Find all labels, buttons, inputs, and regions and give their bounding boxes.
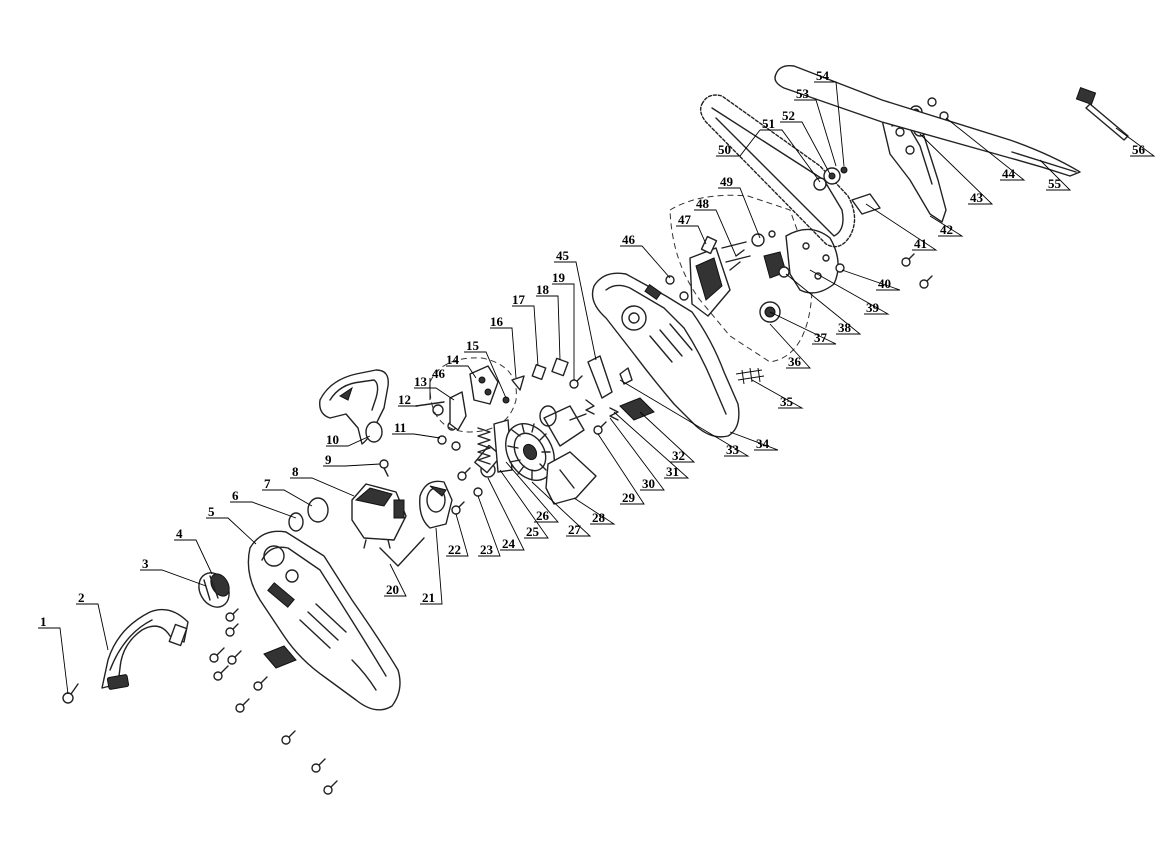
callout-17: 17 <box>512 292 526 307</box>
part-vent-grille-upper <box>619 397 655 421</box>
part-trigger <box>449 391 467 431</box>
callout-10: 10 <box>326 432 339 447</box>
callout-11: 11 <box>394 420 406 435</box>
callout-46a: 46 <box>622 232 636 247</box>
callout-13: 13 <box>414 374 428 389</box>
callout-31: 31 <box>666 464 679 479</box>
callout-30: 30 <box>642 476 655 491</box>
part-right-housing <box>591 272 740 438</box>
callout-9: 9 <box>325 452 332 467</box>
callout-28: 28 <box>592 510 606 525</box>
part-drawings <box>62 64 1129 795</box>
callout-12: 12 <box>398 392 411 407</box>
callout-50: 50 <box>718 142 731 157</box>
part-rear-handle <box>319 369 389 445</box>
callout-4: 4 <box>176 526 183 541</box>
part-cover-plate <box>545 451 597 505</box>
oil-system-outline <box>669 194 813 363</box>
callout-labels: 1 2 3 4 5 6 7 8 9 10 11 12 13 14 15 16 1… <box>40 68 1146 629</box>
callout-24: 24 <box>502 536 516 551</box>
leader-lines <box>38 81 1156 695</box>
callout-48: 48 <box>696 196 710 211</box>
callout-39: 39 <box>866 300 880 315</box>
part-pin-9 <box>379 459 389 477</box>
callout-16: 16 <box>490 314 504 329</box>
part-screw-cluster-left <box>209 608 338 795</box>
callout-40: 40 <box>878 276 891 291</box>
part-gear-housing <box>351 483 407 549</box>
callout-54: 54 <box>816 68 830 83</box>
callout-21: 21 <box>422 590 435 605</box>
callout-18: 18 <box>536 282 550 297</box>
callout-56: 56 <box>1132 142 1146 157</box>
part-springs-29-31 <box>585 399 619 435</box>
part-saw-chain <box>699 94 856 248</box>
callout-36: 36 <box>788 354 802 369</box>
part-guide-bar <box>774 64 1081 177</box>
callout-5: 5 <box>208 504 215 519</box>
callout-25: 25 <box>526 524 540 539</box>
part-tension-knob <box>198 572 230 608</box>
part-oil-pump-parts <box>587 355 633 399</box>
callout-8: 8 <box>292 464 299 479</box>
part-screw-19 <box>569 375 583 389</box>
part-front-handle <box>101 608 189 690</box>
callout-47: 47 <box>678 212 692 227</box>
callout-29: 29 <box>622 490 636 505</box>
callout-46b: 46 <box>432 366 446 381</box>
part-fasteners-22-24 <box>451 444 502 515</box>
callout-19: 19 <box>552 270 566 285</box>
callout-3: 3 <box>142 556 149 571</box>
part-brush-holders <box>493 419 513 473</box>
callout-14: 14 <box>446 352 460 367</box>
callout-53: 53 <box>796 86 810 101</box>
callout-15: 15 <box>466 338 480 353</box>
part-chain-catcher <box>735 367 765 385</box>
callout-7: 7 <box>264 476 271 491</box>
part-oil-pump-assembly <box>665 230 787 317</box>
callout-37: 37 <box>814 330 828 345</box>
callout-51: 51 <box>762 116 775 131</box>
part-hex-key <box>379 537 425 567</box>
callout-52: 52 <box>782 108 795 123</box>
part-hammer-tool <box>1075 86 1129 141</box>
callout-20: 20 <box>386 582 399 597</box>
callout-26: 26 <box>536 508 550 523</box>
callout-41: 41 <box>914 236 927 251</box>
callout-44: 44 <box>1002 166 1016 181</box>
callout-32: 32 <box>672 448 685 463</box>
callout-1: 1 <box>40 614 47 629</box>
callout-45: 45 <box>556 248 570 263</box>
part-vent-grille-lower <box>263 645 297 669</box>
part-spring <box>477 427 491 465</box>
part-shroud <box>419 480 453 529</box>
callout-23: 23 <box>480 542 494 557</box>
callout-22: 22 <box>448 542 461 557</box>
callout-55: 55 <box>1048 176 1062 191</box>
callout-38: 38 <box>838 320 852 335</box>
callout-33: 33 <box>726 442 740 457</box>
callout-6: 6 <box>232 488 239 503</box>
callout-43: 43 <box>970 190 984 205</box>
callout-49: 49 <box>720 174 734 189</box>
part-switch-components <box>502 357 569 404</box>
callout-34: 34 <box>756 436 770 451</box>
part-o-rings <box>288 497 329 532</box>
callout-27: 27 <box>568 522 582 537</box>
part-switch <box>469 365 499 405</box>
callout-2: 2 <box>78 590 85 605</box>
callout-35: 35 <box>780 394 794 409</box>
switch-group-outline <box>429 357 517 433</box>
callout-42: 42 <box>940 222 953 237</box>
part-motor-armature <box>505 405 587 481</box>
part-left-housing <box>247 530 401 711</box>
part-screw-1 <box>62 683 79 704</box>
part-sprocket-nut <box>813 166 848 191</box>
